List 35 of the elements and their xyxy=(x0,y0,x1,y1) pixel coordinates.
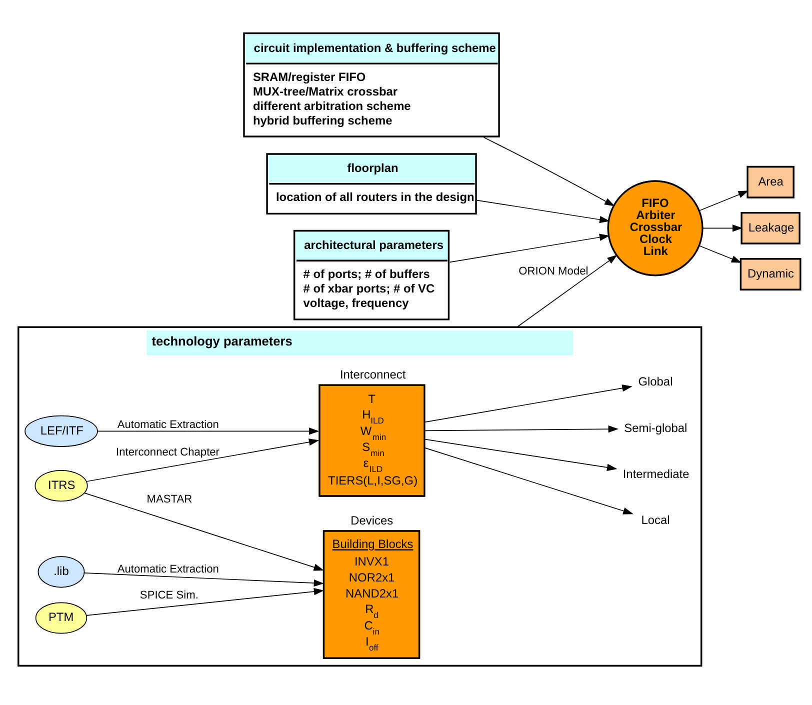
node-label: Interconnect xyxy=(340,367,406,382)
arrow xyxy=(424,438,618,471)
arrow xyxy=(424,384,632,423)
node-box: Area xyxy=(746,166,794,198)
edge-label: Interconnect Chapter xyxy=(116,446,220,458)
arrow xyxy=(698,190,749,212)
arrow xyxy=(424,448,634,514)
node-ellipse: LEF/ITF xyxy=(24,415,98,447)
arrow xyxy=(449,234,610,263)
edge-label: Automatic Extraction xyxy=(117,563,219,576)
arrow xyxy=(97,428,320,435)
arrow xyxy=(424,425,619,433)
arrow xyxy=(483,136,615,206)
edge-label: SPICE Sim. xyxy=(140,590,198,602)
node-text: Local xyxy=(641,512,670,527)
arrow xyxy=(84,492,324,571)
arrow xyxy=(516,254,618,328)
node-ellipse: PTM xyxy=(35,602,88,634)
node-box: Dynamic xyxy=(740,258,802,290)
arrow xyxy=(476,200,610,224)
arrow xyxy=(698,245,742,263)
arrow xyxy=(86,588,324,616)
node-text: Global xyxy=(638,374,673,389)
node-label: Devices xyxy=(350,513,394,528)
node-text: Semi-global xyxy=(624,420,688,435)
node-text: Intermediate xyxy=(622,466,690,481)
edge-label: ORION Model xyxy=(518,266,588,278)
arrow xyxy=(86,438,320,482)
arrow xyxy=(84,572,324,587)
node-ellipse: .lib xyxy=(38,556,85,588)
edge-label: Automatic Extraction xyxy=(117,419,219,432)
node-ellipse: ITRS xyxy=(34,470,88,502)
arrow xyxy=(702,224,743,232)
node-box: Leakage xyxy=(740,212,800,244)
edge-label: MASTAR xyxy=(146,493,192,506)
